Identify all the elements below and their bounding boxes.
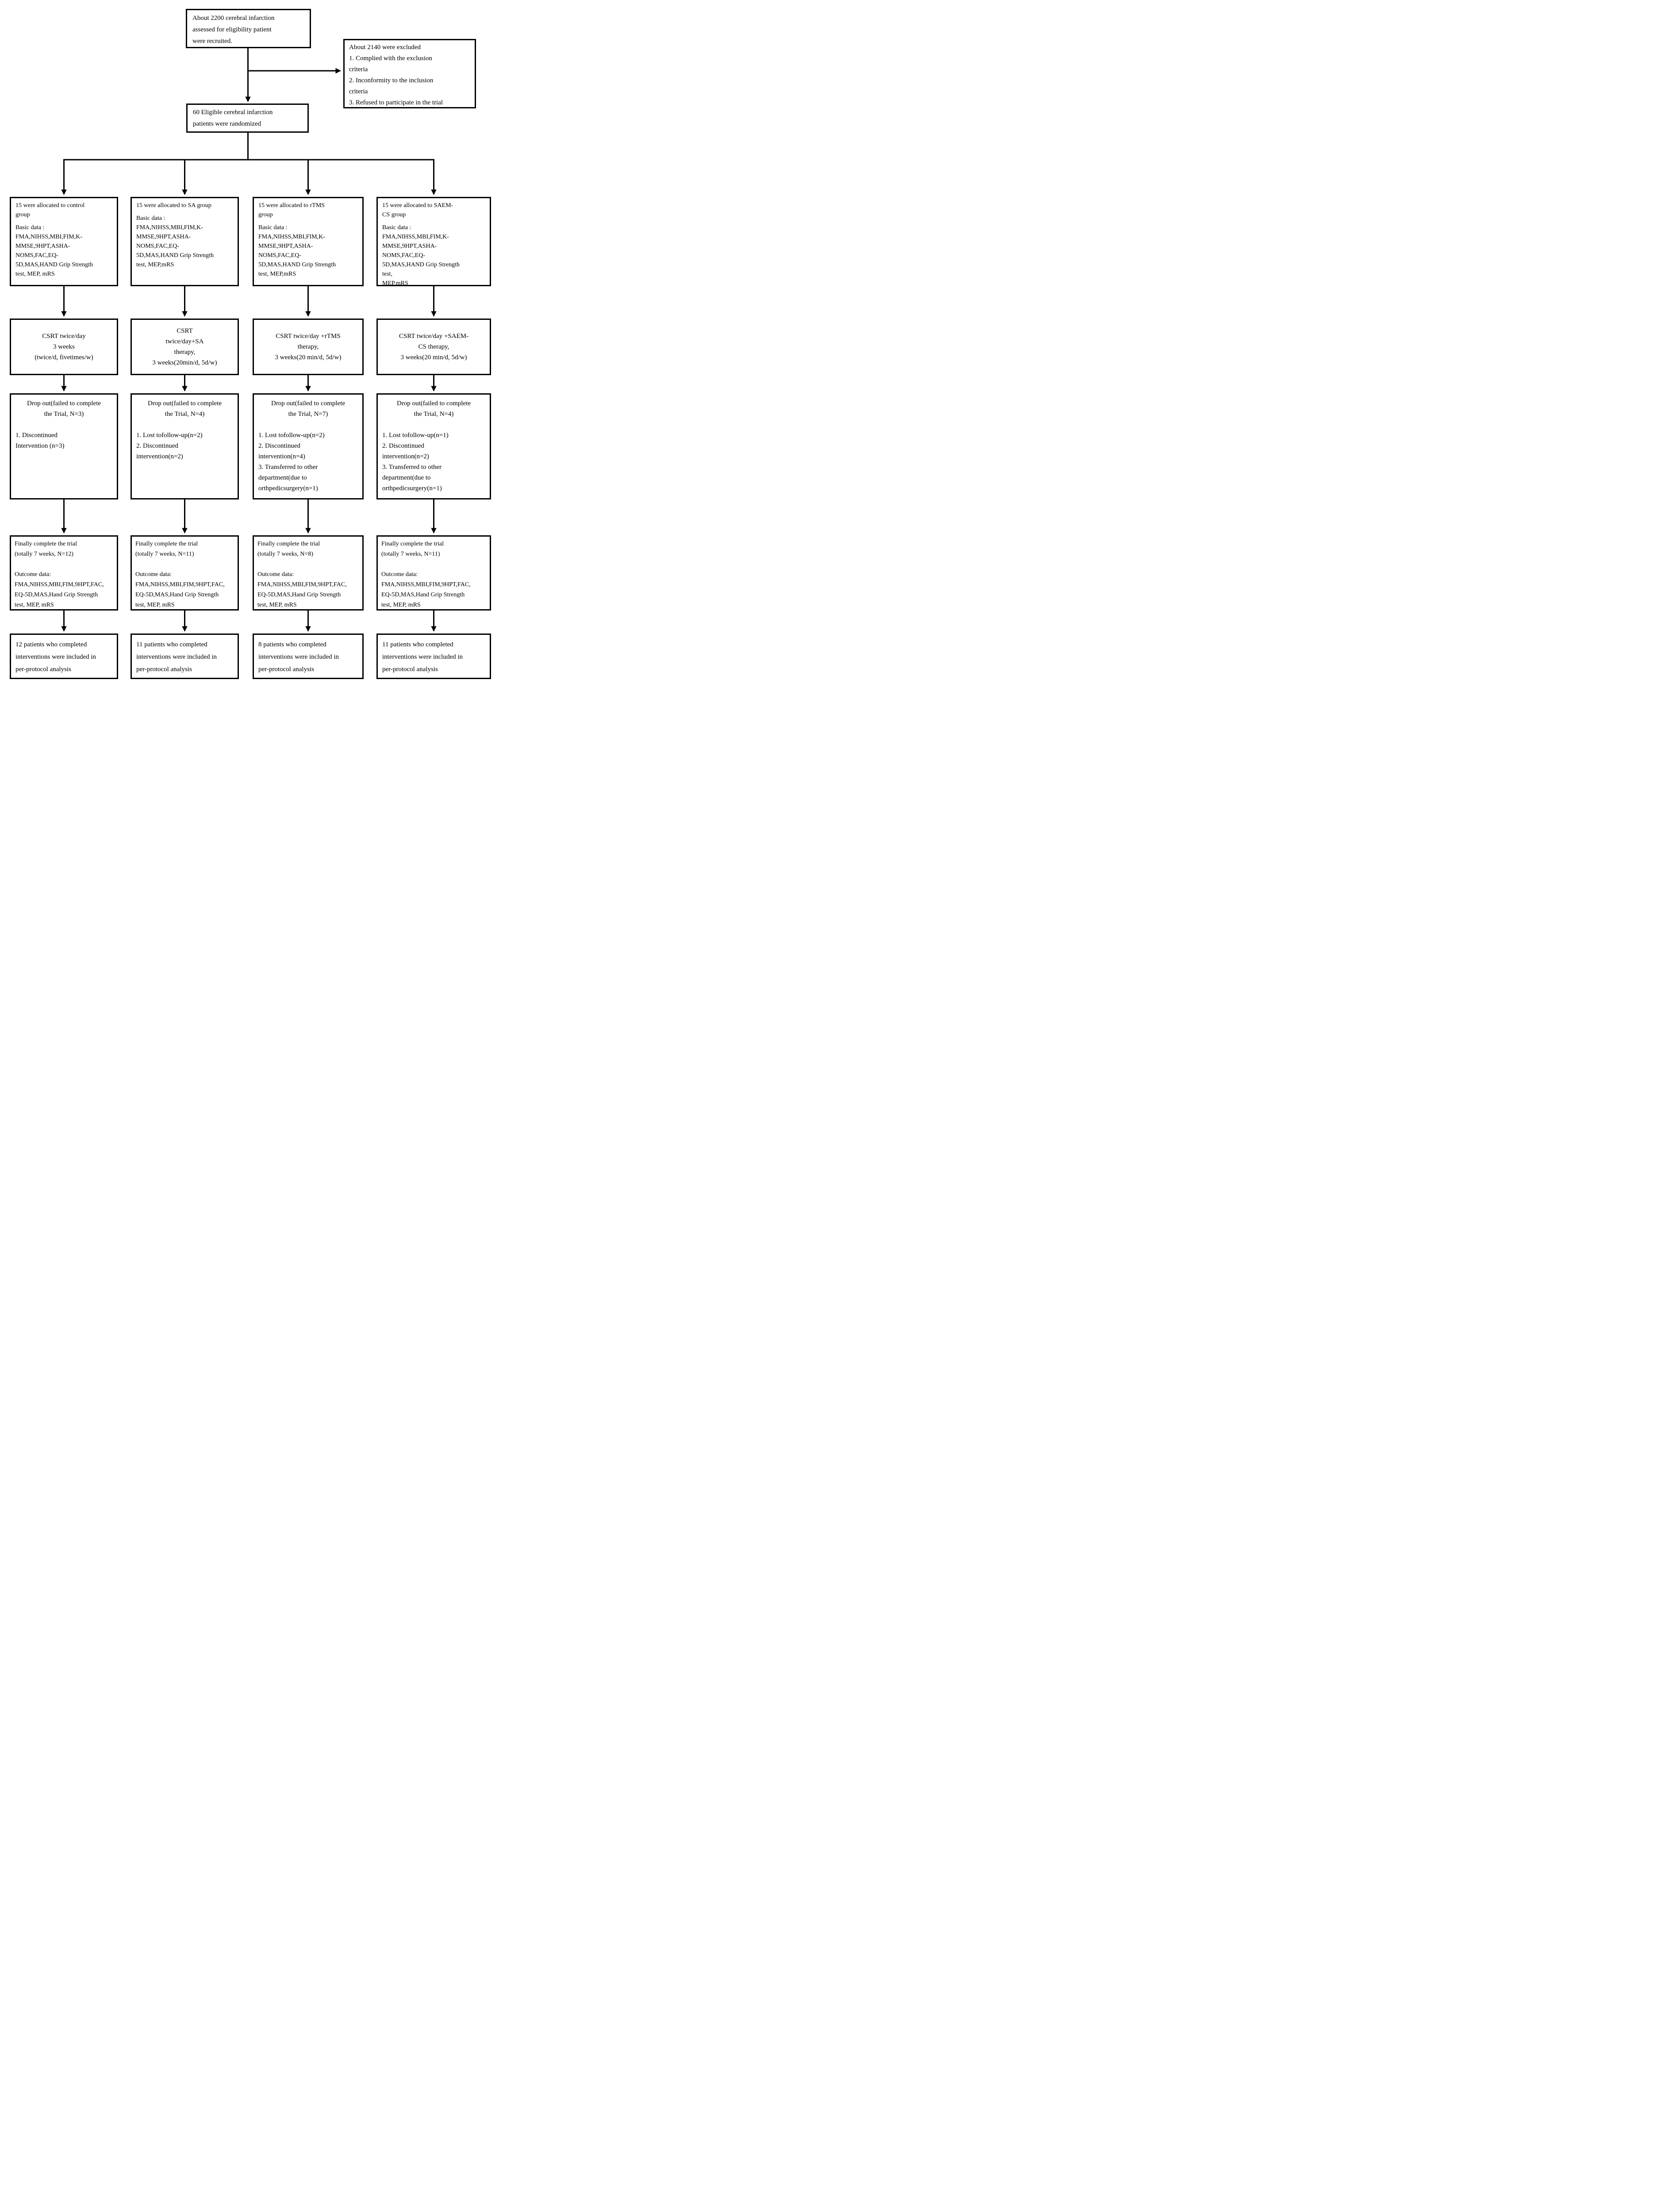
complete-box-rtms: Finally complete the trial(totally 7 wee… [253,535,364,611]
complete-box-control: Finally complete the trial(totally 7 wee… [10,535,118,611]
basic-data: Basic data :FMA,NIHSS,MBI,FIM,K-MMSE,9HP… [382,224,460,287]
complete-box-sa: Finally complete the trial(totally 7 wee… [131,535,239,611]
allocation-title: 15 were allocated to SAEM-CS group [382,202,453,218]
therapy-box-saem-cs: CSRT twice/day +SAEM-CS therapy,3 weeks(… [376,319,491,375]
allocation-title: 15 were allocated to SA group [136,202,211,209]
basic-data: Basic data :FMA,NIHSS,MBI,FIM,K-MMSE,9HP… [15,224,93,277]
basic-data: Basic data :FMA,NIHSS,MBI,FIM,K-MMSE,9HP… [136,215,214,268]
allocation-box-sa: 15 were allocated to SA group Basic data… [131,197,239,286]
complete-box-saem-cs: Finally complete the trial(totally 7 wee… [376,535,491,611]
allocation-box-saem-cs: 15 were allocated to SAEM-CS group Basic… [376,197,491,287]
basic-data: Basic data :FMA,NIHSS,MBI,FIM,K-MMSE,9HP… [258,224,336,277]
